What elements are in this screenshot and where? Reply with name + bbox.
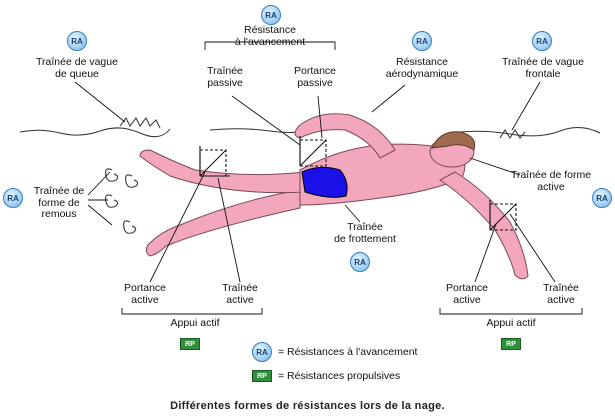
label-appui-actif-right: Appui actif xyxy=(486,317,536,329)
label-trainee-frottement: Traînée de frottement xyxy=(334,221,396,245)
ra-badge-frottement: RA xyxy=(350,252,370,272)
label-resistance-avancement: Résistance à l'avancement xyxy=(234,24,306,48)
label-trainee-active-left: Traînée active xyxy=(222,282,258,306)
label-trainee-passive: Traînée passive xyxy=(207,65,243,89)
legend-ra-badge: RA xyxy=(252,342,272,362)
label-trainee-active-right: Traînée active xyxy=(543,282,579,306)
figure-caption: Différentes formes de résistances lors d… xyxy=(170,400,445,412)
legend-ra-text: = Résistances à l'avancement xyxy=(278,346,418,358)
legend-rp-text: = Résistances propulsives xyxy=(278,370,401,382)
legend-rp-badge: RP xyxy=(252,370,272,382)
hair xyxy=(431,131,476,151)
label-trainee-forme-remous: Traînée de forme de remous xyxy=(33,185,85,220)
label-appui-actif-left: Appui actif xyxy=(170,317,220,329)
ra-badge-forme-active: RA xyxy=(592,188,612,208)
swimsuit xyxy=(301,166,348,198)
label-portance-passive: Portance passive xyxy=(293,65,337,89)
label-trainee-vague-queue: Traînée de vague de queue xyxy=(36,56,118,80)
ra-badge-vague-queue: RA xyxy=(67,31,87,51)
label-portance-active-right: Portance active xyxy=(445,282,489,306)
ra-badge-resistance-avancement: RA xyxy=(261,5,281,25)
label-trainee-vague-frontale: Traînée de vague frontale xyxy=(502,56,584,80)
rp-badge-right: RP xyxy=(501,338,521,350)
leader-lines xyxy=(74,41,583,315)
label-trainee-forme-active: Traînée de forme active xyxy=(510,169,592,193)
ra-badge-vague-frontale: RA xyxy=(532,31,552,51)
label-resistance-aerodynamique: Résistance aérodynamique xyxy=(385,56,459,80)
ra-badge-forme-remous: RA xyxy=(3,188,23,208)
label-portance-active-left: Portance active xyxy=(123,282,167,306)
force-vectors xyxy=(199,136,517,231)
rp-badge-left: RP xyxy=(180,338,200,350)
ra-badge-aerodynamique: RA xyxy=(412,31,432,51)
